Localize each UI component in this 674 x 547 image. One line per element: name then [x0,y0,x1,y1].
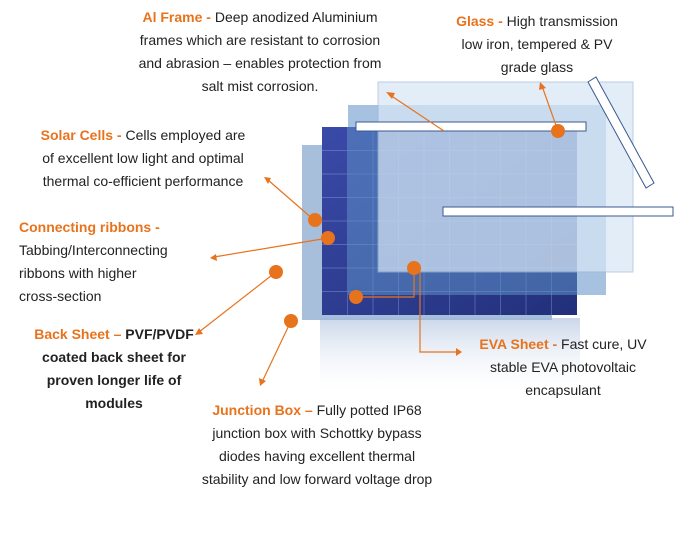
callout-text: modules [85,395,143,411]
frame-bar-top [355,121,587,132]
arrow-head [539,82,546,90]
callout-text: Fully potted IP68 [316,402,422,418]
callout-text: stability and low forward voltage drop [201,471,433,487]
callout-text: Cells employed are [125,127,246,143]
callout-title: Connecting ribbons - [19,219,160,235]
callout-text: coated back sheet for [42,349,186,365]
callout-text: thermal co-efficient performance [42,173,244,189]
callout-text: low iron, tempered & PV [461,36,613,52]
callout-title: Al Frame - [142,9,211,25]
arrow-head [195,328,203,335]
frame-pointer [389,94,445,132]
callout-solar-cells: Solar Cells - Cells employed are of exce… [18,124,268,193]
callout-text: and abrasion – enables protection from [138,55,382,71]
cells-pointer [267,179,315,221]
callout-text: frames which are resistant to corrosion [139,32,381,48]
callout-glass: Glass - High transmission low iron, temp… [432,10,642,79]
callout-al-frame: Al Frame - Deep anodized Aluminium frame… [100,6,420,98]
callout-title: Junction Box – [212,402,313,418]
marker-ribbon-end [349,290,363,304]
callout-text: salt mist corrosion. [201,78,319,94]
junction-pointer [261,320,292,383]
callout-title: Back Sheet – [34,326,122,342]
callout-connecting-ribbons: Connecting ribbons - Tabbing/Interconnec… [19,216,219,308]
frame-bar-diagonal [587,76,655,189]
callout-junction-box: Junction Box – Fully potted IP68 junctio… [172,399,462,491]
arrow-head [456,348,462,356]
callout-text: PVF/PVDF [125,326,194,342]
callout-eva-sheet: EVA Sheet - Fast cure, UV stable EVA pho… [458,333,668,402]
arrow-head [386,92,395,99]
glass-layer [377,81,634,273]
callout-title: Glass - [456,13,503,29]
callout-text: cross-section [19,288,102,304]
callout-text: proven longer life of [46,372,182,388]
callout-text: junction box with Schottky bypass [212,425,422,441]
arrow-head [259,378,266,386]
marker-junction [284,314,298,328]
marker-ribbons [321,231,335,245]
callout-text: encapsulant [525,382,601,398]
callout-text: diodes having excellent thermal [218,448,416,464]
marker-backsheet [269,265,283,279]
callout-text: Tabbing/Interconnecting [19,242,168,258]
callout-text: stable EVA photovoltaic [489,359,637,375]
frame-bar-right [442,206,674,217]
ribbon-line [358,268,415,298]
marker-eva [407,261,421,275]
callout-text: Deep anodized Aluminium [214,9,378,25]
backsheet-pointer [198,271,277,333]
callout-text: of excellent low light and optimal [42,150,244,166]
ribbons-pointer [213,237,329,258]
callout-title: Solar Cells - [40,127,122,143]
callout-title: EVA Sheet - [479,336,558,352]
callout-text: High transmission [506,13,618,29]
callout-text: ribbons with higher [19,265,137,281]
marker-glass [551,124,565,138]
arrow-head [210,254,217,261]
callout-text: grade glass [500,59,574,75]
callout-back-sheet: Back Sheet – PVF/PVDF coated back sheet … [14,323,214,415]
marker-cells [308,213,322,227]
panel-reflection [320,318,580,398]
arrow-head [264,177,271,184]
callout-text: Fast cure, UV [561,336,647,352]
glass-pointer [541,85,559,132]
